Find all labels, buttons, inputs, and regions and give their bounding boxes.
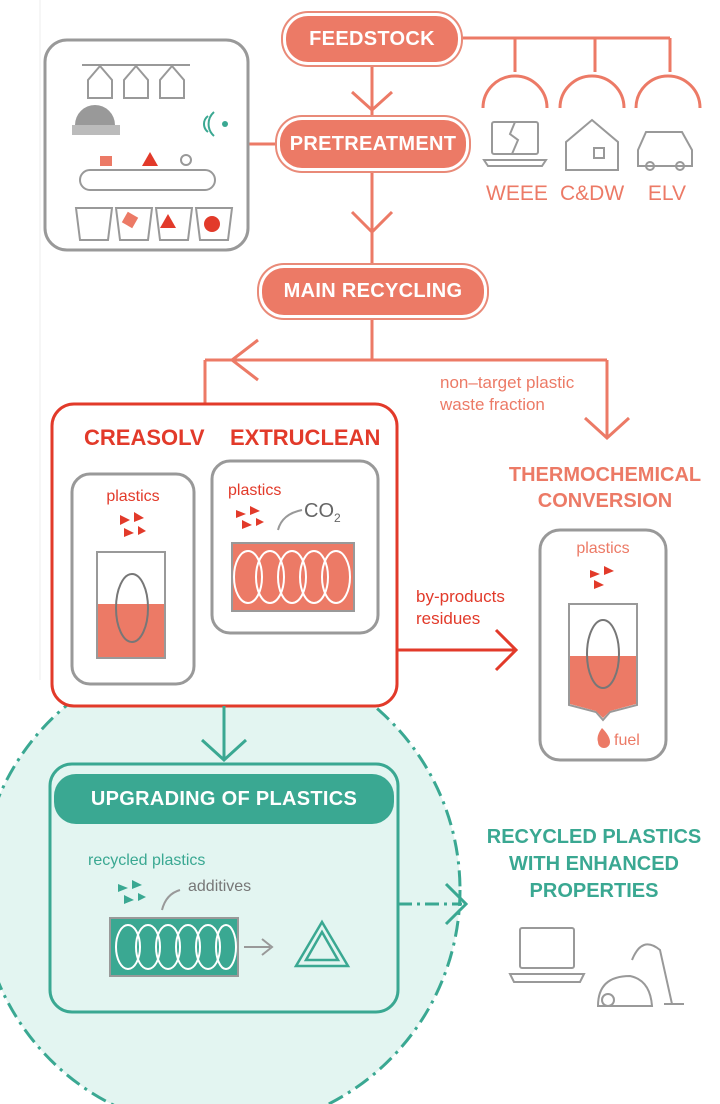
extruclean-title: EXTRUCLEAN bbox=[230, 425, 381, 450]
extruclean-card bbox=[210, 459, 380, 635]
source-label-cdw: C&DW bbox=[560, 182, 625, 205]
pretreatment-node: PRETREATMENT bbox=[280, 120, 466, 168]
by-products-line1: by-products bbox=[416, 587, 505, 606]
source-label-elv: ELV bbox=[647, 182, 687, 205]
thermochemical-card bbox=[538, 528, 668, 762]
upgrade-down-arrow bbox=[200, 706, 248, 763]
laptop-icon bbox=[508, 927, 586, 983]
by-products-label: by-products residues bbox=[416, 586, 505, 630]
upgrading-label: UPGRADING OF PLASTICS bbox=[90, 787, 358, 810]
result-line3: PROPERTIES bbox=[529, 880, 659, 902]
thermochemical-line2: CONVERSION bbox=[537, 490, 673, 512]
source-icons bbox=[482, 118, 693, 171]
creasolv-card bbox=[70, 472, 196, 686]
fuel-label: fuel bbox=[614, 732, 640, 749]
by-products-line2: residues bbox=[416, 609, 481, 628]
main-flow-lines bbox=[203, 62, 631, 441]
main-recycling-node: MAIN RECYCLING bbox=[262, 268, 484, 315]
upgrade-extruder bbox=[109, 880, 274, 977]
recycle-icon bbox=[293, 919, 351, 968]
non-target-line2: waste fraction bbox=[440, 395, 545, 414]
by-products-arrow bbox=[397, 628, 519, 672]
main-recycling-label: MAIN RECYCLING bbox=[283, 280, 463, 302]
extruclean-input-label: plastics bbox=[228, 482, 282, 499]
co2-subscript: 2 bbox=[334, 511, 341, 525]
thermochemical-title: THERMOCHEMICAL CONVERSION bbox=[500, 462, 710, 514]
feedstock-node: FEEDSTOCK bbox=[286, 16, 458, 62]
pretreatment-machine bbox=[43, 38, 250, 252]
co2-text: CO bbox=[304, 500, 334, 522]
source-label-weee: WEEE bbox=[486, 182, 548, 205]
house-icon bbox=[565, 118, 619, 171]
creasolv-title: CREASOLV bbox=[84, 425, 205, 450]
non-target-line1: non–target plastic bbox=[440, 373, 575, 392]
result-icons bbox=[508, 927, 684, 1007]
result-arrow bbox=[398, 882, 469, 926]
co2-label: CO2 bbox=[304, 500, 341, 525]
thermochemical-line1: THERMOCHEMICAL bbox=[508, 464, 702, 486]
upgrading-node: UPGRADING OF PLASTICS bbox=[54, 774, 394, 824]
non-target-label: non–target plastic waste fraction bbox=[440, 372, 574, 416]
result-line2: WITH ENHANCED bbox=[509, 853, 679, 875]
car-icon bbox=[637, 131, 693, 171]
laptop-icon bbox=[482, 121, 548, 167]
feedstock-branches bbox=[460, 36, 702, 109]
creasolv-input-label: plastics bbox=[106, 488, 160, 505]
result-title: RECYCLED PLASTICS WITH ENHANCED PROPERTI… bbox=[476, 824, 712, 905]
result-line1: RECYCLED PLASTICS bbox=[486, 826, 702, 848]
recycled-plastics-label: recycled plastics bbox=[88, 852, 206, 869]
pretreatment-label: PRETREATMENT bbox=[289, 132, 457, 155]
vacuum-cleaner-icon bbox=[596, 943, 684, 1007]
additives-label: additives bbox=[188, 878, 252, 895]
thermochemical-input-label: plastics bbox=[576, 540, 630, 557]
feedstock-label: FEEDSTOCK bbox=[309, 27, 435, 50]
